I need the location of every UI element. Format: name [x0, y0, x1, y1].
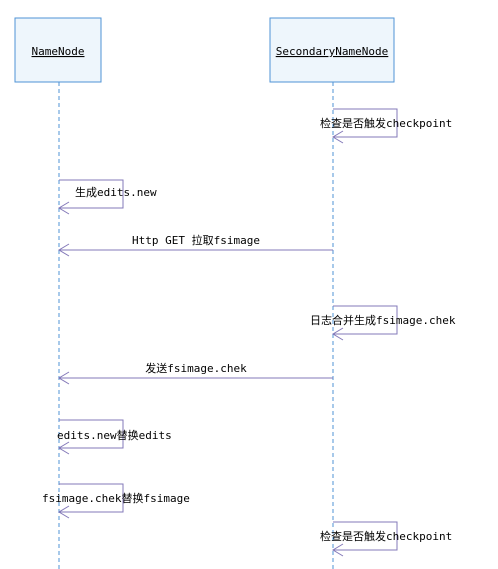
- participant-namenode: NameNode: [14, 17, 102, 83]
- arrowhead-icon: [58, 243, 70, 257]
- arrowhead-icon: [58, 505, 70, 519]
- message-label: 生成edits.new: [75, 185, 157, 199]
- arrowhead-icon: [332, 543, 344, 557]
- message-self-replace-edits: edits.new替换edits: [57, 419, 172, 455]
- participant-secondarynamenode-label: SecondaryNameNode: [276, 45, 389, 58]
- arrowhead-icon: [58, 441, 70, 455]
- message-self-check-checkpoint-2: 检查是否触发checkpoint: [320, 521, 452, 557]
- participant-namenode-label: NameNode: [32, 45, 85, 58]
- message-self-check-checkpoint-1: 检查是否触发checkpoint: [320, 108, 452, 144]
- arrowhead-icon: [332, 130, 344, 144]
- message-label: edits.new替换edits: [57, 428, 172, 442]
- arrowhead-icon: [332, 327, 344, 341]
- message-arrow: [59, 419, 124, 449]
- message-label: Http GET 拉取fsimage: [132, 233, 260, 247]
- message-label: 检查是否触发checkpoint: [320, 116, 452, 130]
- message-arrow: [59, 483, 124, 513]
- arrowhead-icon: [58, 371, 70, 385]
- message-http-get-fsimage: Http GET 拉取fsimage: [58, 233, 333, 257]
- message-self-replace-fsimage: fsimage.chek替换fsimage: [42, 483, 190, 519]
- message-arrow: [333, 305, 398, 335]
- message-self-merge-log: 日志合并生成fsimage.chek: [310, 305, 456, 341]
- participant-secondarynamenode: SecondaryNameNode: [269, 17, 395, 83]
- message-label: 日志合并生成fsimage.chek: [310, 313, 456, 327]
- message-arrow: [333, 521, 398, 551]
- message-arrow: [333, 108, 398, 138]
- message-self-generate-edits-new: 生成edits.new: [58, 179, 157, 215]
- arrowhead-icon: [58, 201, 70, 215]
- message-label: 发送fsimage.chek: [145, 361, 247, 375]
- message-label: fsimage.chek替换fsimage: [42, 491, 190, 505]
- message-send-fsimage-chek: 发送fsimage.chek: [58, 361, 333, 385]
- message-arrow: [59, 179, 124, 209]
- message-label: 检查是否触发checkpoint: [320, 529, 452, 543]
